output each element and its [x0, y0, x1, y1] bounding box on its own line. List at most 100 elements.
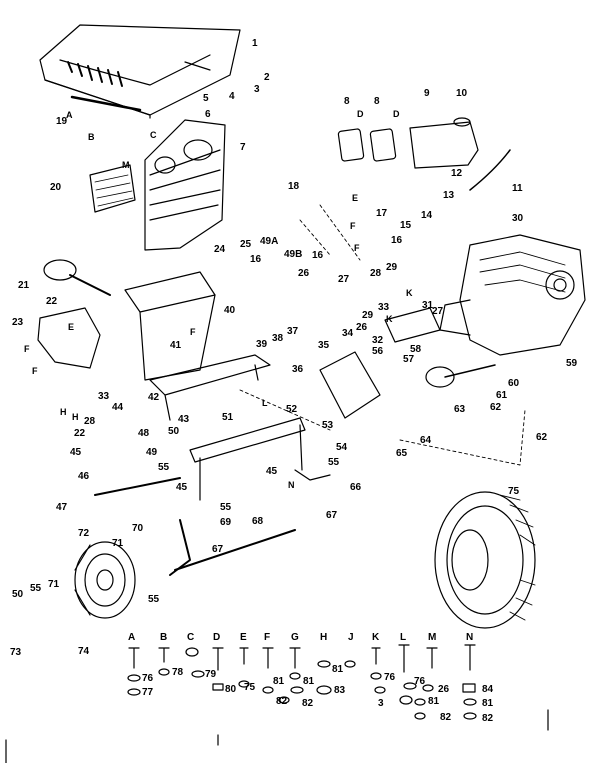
hw-78: 78 [172, 667, 184, 678]
callout-34: 34 [342, 328, 354, 339]
hw-header-a: A [128, 632, 135, 643]
letter-labels: A B C D D E E F F F F F H H K K L M N [24, 109, 413, 490]
callout-16a: 16 [391, 235, 403, 246]
letter-e2: E [68, 322, 74, 332]
letter-n: N [288, 480, 295, 490]
hw-header-n: N [466, 632, 473, 643]
callout-55a: 55 [158, 462, 170, 473]
callout-64: 64 [420, 435, 432, 446]
tire-shape [434, 491, 536, 629]
letter-m: M [122, 160, 130, 170]
callout-15: 15 [400, 220, 412, 231]
pulley-shape [425, 366, 455, 388]
callout-55d: 55 [148, 594, 160, 605]
letter-k1: K [406, 288, 413, 298]
callout-23: 23 [12, 317, 24, 328]
letter-d1: D [357, 109, 364, 119]
callout-37: 37 [287, 326, 299, 337]
callout-labels: 1 2 3 4 5 6 7 8 8 9 10 11 12 13 14 15 16… [10, 38, 578, 709]
callout-58: 58 [410, 344, 422, 355]
hw-header-m: M [428, 632, 436, 643]
callout-62b: 62 [536, 432, 548, 443]
callout-71a: 71 [112, 538, 124, 549]
callout-67a: 67 [326, 510, 338, 521]
letter-d2: D [393, 109, 400, 119]
callout-71b: 71 [48, 579, 60, 590]
screen-shape [89, 164, 136, 213]
hw-header-f: F [264, 632, 270, 643]
hood-shape [39, 24, 241, 119]
callout-69: 69 [220, 517, 232, 528]
callout-25: 25 [240, 239, 252, 250]
hw-header-j: J [348, 632, 354, 643]
callout-16b: 16 [250, 254, 262, 265]
callout-39: 39 [256, 339, 268, 350]
callout-17: 17 [376, 208, 388, 219]
callout-43: 43 [178, 414, 190, 425]
callout-33a: 33 [378, 302, 390, 313]
callout-75a: 75 [508, 486, 520, 497]
callout-68: 68 [252, 516, 264, 527]
callout-9: 9 [424, 88, 430, 99]
hw-header-l: L [400, 632, 406, 643]
callout-73: 73 [10, 647, 22, 658]
hw-82d: 82 [482, 713, 494, 724]
callout-10: 10 [456, 88, 468, 99]
letter-f4: F [32, 366, 38, 376]
hw-80: 80 [225, 684, 237, 695]
engine-shape [439, 234, 586, 356]
hw-81b: 81 [303, 676, 315, 687]
letter-b: B [88, 132, 95, 142]
callout-5: 5 [203, 93, 209, 104]
hw-header-c: C [187, 632, 194, 643]
wheel-rim-shape [74, 541, 136, 619]
callout-50b: 50 [12, 589, 24, 600]
callout-6: 6 [205, 109, 211, 120]
callout-19: 19 [56, 116, 68, 127]
grille-shape [144, 119, 226, 251]
hw-82b: 82 [302, 698, 314, 709]
callout-49a: 49A [260, 236, 278, 247]
hardware-headers: A B C D E F G H J K L M N [128, 632, 473, 643]
callout-57: 57 [403, 354, 415, 365]
callout-27b: 27 [432, 306, 444, 317]
steering-wheel-shape [43, 259, 77, 281]
callout-28a: 28 [370, 268, 382, 279]
callout-29b: 29 [362, 310, 374, 321]
callout-32: 32 [372, 335, 384, 346]
callout-35: 35 [318, 340, 330, 351]
callout-12: 12 [451, 168, 463, 179]
callout-72: 72 [78, 528, 90, 539]
hw-82a: 82 [276, 696, 288, 707]
callout-56: 56 [372, 346, 384, 357]
side-panel-shape [37, 307, 101, 369]
callout-38: 38 [272, 333, 284, 344]
callout-36: 36 [292, 364, 304, 375]
letter-f1: F [350, 221, 356, 231]
callout-53: 53 [322, 420, 334, 431]
callout-18: 18 [288, 181, 300, 192]
callout-60: 60 [508, 378, 520, 389]
hw-77: 77 [142, 687, 154, 698]
hw-header-d: D [213, 632, 220, 643]
callout-46: 46 [78, 471, 90, 482]
callout-42: 42 [148, 392, 160, 403]
callout-27a: 27 [338, 274, 350, 285]
letter-f3: F [24, 344, 30, 354]
callout-44: 44 [112, 402, 124, 413]
callout-14: 14 [421, 210, 433, 221]
letter-l: L [262, 398, 268, 408]
hardware-shapes [127, 644, 477, 720]
hw-81a: 81 [273, 676, 285, 687]
callout-74: 74 [78, 646, 90, 657]
callout-26a: 26 [298, 268, 310, 279]
callout-11: 11 [512, 183, 523, 194]
callout-41: 41 [170, 340, 182, 351]
callout-59: 59 [566, 358, 578, 369]
callout-7: 7 [240, 142, 246, 153]
hw-81d: 81 [428, 696, 440, 707]
front-axle-shape [189, 417, 306, 463]
callout-49: 49 [146, 447, 158, 458]
callout-65: 65 [396, 448, 408, 459]
